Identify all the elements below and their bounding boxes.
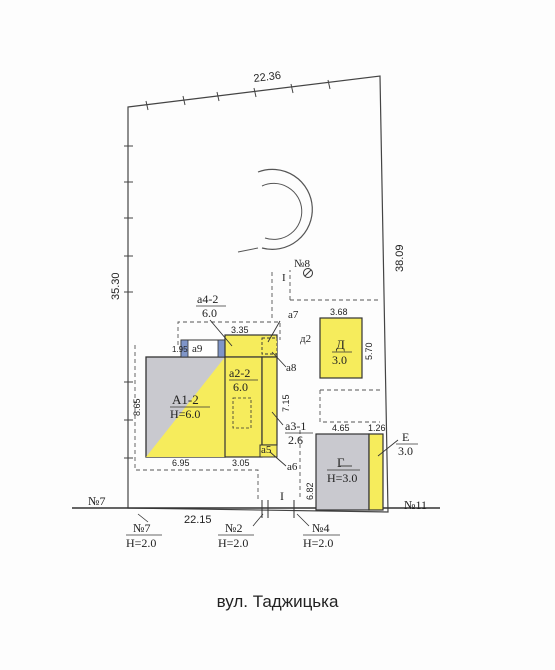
a3-code: а3-1 xyxy=(285,419,306,433)
building-d xyxy=(319,317,363,379)
a1-dim-h: 8.65 xyxy=(132,398,142,416)
e-code: Е xyxy=(402,430,409,444)
a7-code: а7 xyxy=(288,309,299,321)
arc-end xyxy=(237,247,259,253)
e-height: 3.0 xyxy=(398,444,413,458)
building-a7 xyxy=(261,337,278,355)
d-height: 3.0 xyxy=(332,353,347,367)
a5-code: а5 xyxy=(261,444,272,456)
street-name: вул. Таджицька xyxy=(216,592,339,611)
well-code: №8 xyxy=(294,258,310,270)
a1-height: Н=6.0 xyxy=(170,407,200,421)
a2-height: 6.0 xyxy=(233,380,248,394)
dim-bottom: 22.15 xyxy=(184,514,212,526)
a8-code: а8 xyxy=(286,362,297,374)
d2-code: д2 xyxy=(300,333,311,345)
dim-left: 35.30 xyxy=(110,272,122,300)
boundary-ticks xyxy=(124,79,331,459)
d-dim-w: 3.68 xyxy=(330,307,348,317)
yard-paths xyxy=(134,270,380,500)
a2-dim-w: 3.05 xyxy=(232,458,250,468)
e-dim-w: 1.26 xyxy=(368,423,386,433)
building-g xyxy=(315,433,370,511)
neighbor-n4-height: Н=2.0 xyxy=(303,536,333,550)
a1-dim-w: 6.95 xyxy=(172,458,190,468)
g-code: Г xyxy=(337,455,345,470)
d-dim-h: 5.70 xyxy=(364,342,374,360)
dim-right: 38.09 xyxy=(394,244,406,272)
building-e xyxy=(368,433,384,511)
d-code: Д xyxy=(336,337,345,352)
g-height: Н=3.0 xyxy=(327,471,357,485)
a4-height: 6.0 xyxy=(202,306,217,320)
g-dim-h: 6.82 xyxy=(305,482,315,500)
neighbor-n2-code: №2 xyxy=(225,521,242,535)
a3-height: 2.6 xyxy=(288,433,303,447)
neighbor-left: №7 xyxy=(88,494,105,508)
arc-walkway-inner xyxy=(261,182,303,240)
leader-lines xyxy=(209,319,399,467)
gate-mark-top: I xyxy=(282,272,286,284)
a9-code: а9 xyxy=(192,343,203,355)
arc-walkway xyxy=(257,168,313,250)
neighbor-n2-height: Н=2.0 xyxy=(218,536,248,550)
a6-code: а6 xyxy=(287,461,298,473)
building-a2 xyxy=(224,356,263,458)
plot-boundary xyxy=(127,75,389,513)
neighbor-n4-code: №4 xyxy=(312,521,329,535)
a2-code: а2-2 xyxy=(229,366,250,380)
gate-mark: I xyxy=(280,489,284,503)
neighbor-n7-code: №7 xyxy=(133,521,150,535)
well-icon xyxy=(303,268,313,278)
a4-dim-w: 3.35 xyxy=(231,325,249,335)
neighbor-right: №11 xyxy=(404,498,427,512)
dim-top: 22.36 xyxy=(253,70,282,85)
a4-code: а4-2 xyxy=(197,292,218,306)
g-dim-w: 4.65 xyxy=(332,423,350,433)
a2-dim-h: 7.15 xyxy=(281,394,291,412)
a9-dim: 1.95 xyxy=(172,345,188,354)
building-a3 xyxy=(261,356,278,446)
a1-code: А1-2 xyxy=(172,392,199,407)
neighbor-n7-height: Н=2.0 xyxy=(126,536,156,550)
